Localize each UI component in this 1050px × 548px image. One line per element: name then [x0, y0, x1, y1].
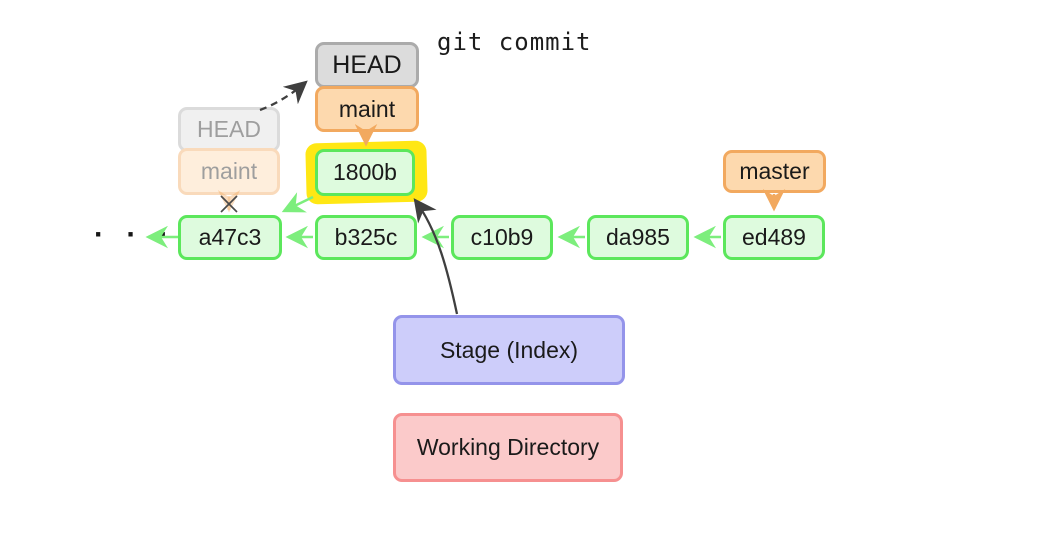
- head-box: HEAD: [315, 42, 419, 88]
- master-branch-box: master: [723, 150, 826, 193]
- commit-a47c3-box: a47c3: [178, 215, 282, 260]
- commit-da985-box: da985: [587, 215, 689, 260]
- ghost-maint-box: maint: [178, 148, 280, 195]
- history-ellipsis: · · ·: [94, 218, 176, 251]
- ghost-head-box: HEAD: [178, 107, 280, 152]
- commit-c10b9-box: c10b9: [451, 215, 553, 260]
- x-mark: [220, 195, 238, 213]
- stage-index-box: Stage (Index): [393, 315, 625, 385]
- commit-ed489-box: ed489: [723, 215, 825, 260]
- command-label: git commit: [437, 28, 592, 56]
- commit-1800b-box: 1800b: [315, 149, 415, 196]
- commit-b325c-box: b325c: [315, 215, 417, 260]
- maint-branch-box: maint: [315, 86, 419, 132]
- working-directory-box: Working Directory: [393, 413, 623, 482]
- arrow-head-moved: [259, 80, 308, 112]
- arrow-stage-to-1800b: [413, 198, 459, 315]
